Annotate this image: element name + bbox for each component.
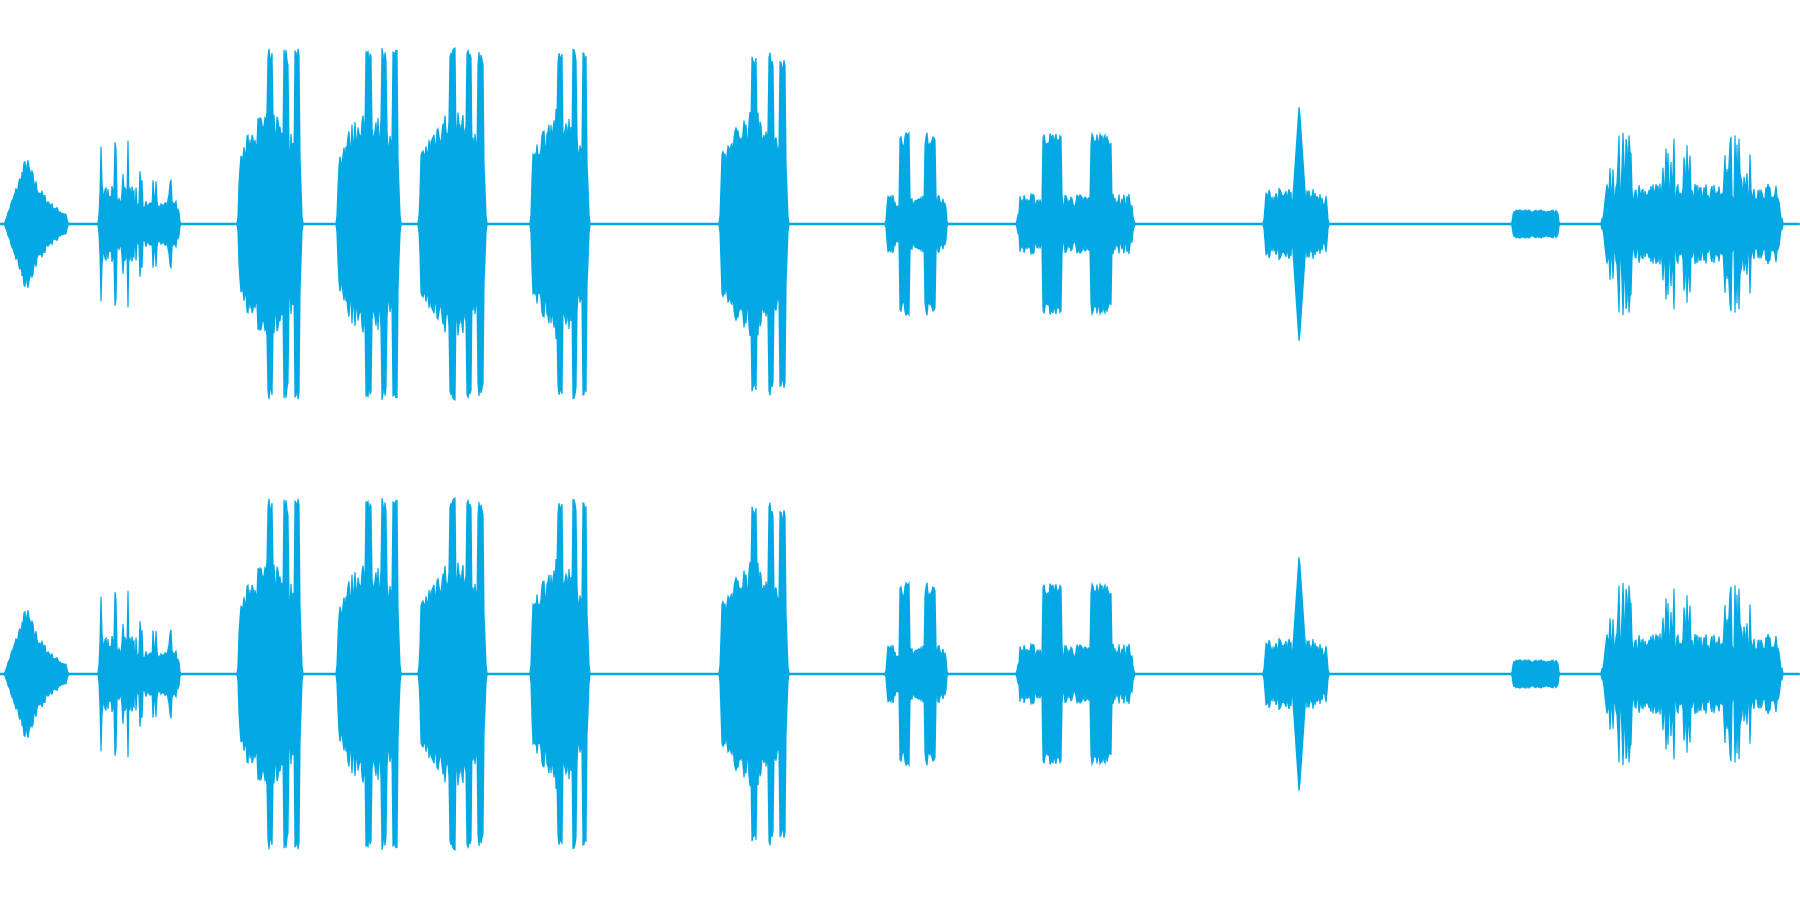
channel-1-waveform xyxy=(0,47,1800,401)
channel-2-waveform xyxy=(0,497,1800,851)
channel-2-envelope xyxy=(0,497,1800,851)
channel-1-envelope xyxy=(0,47,1800,401)
